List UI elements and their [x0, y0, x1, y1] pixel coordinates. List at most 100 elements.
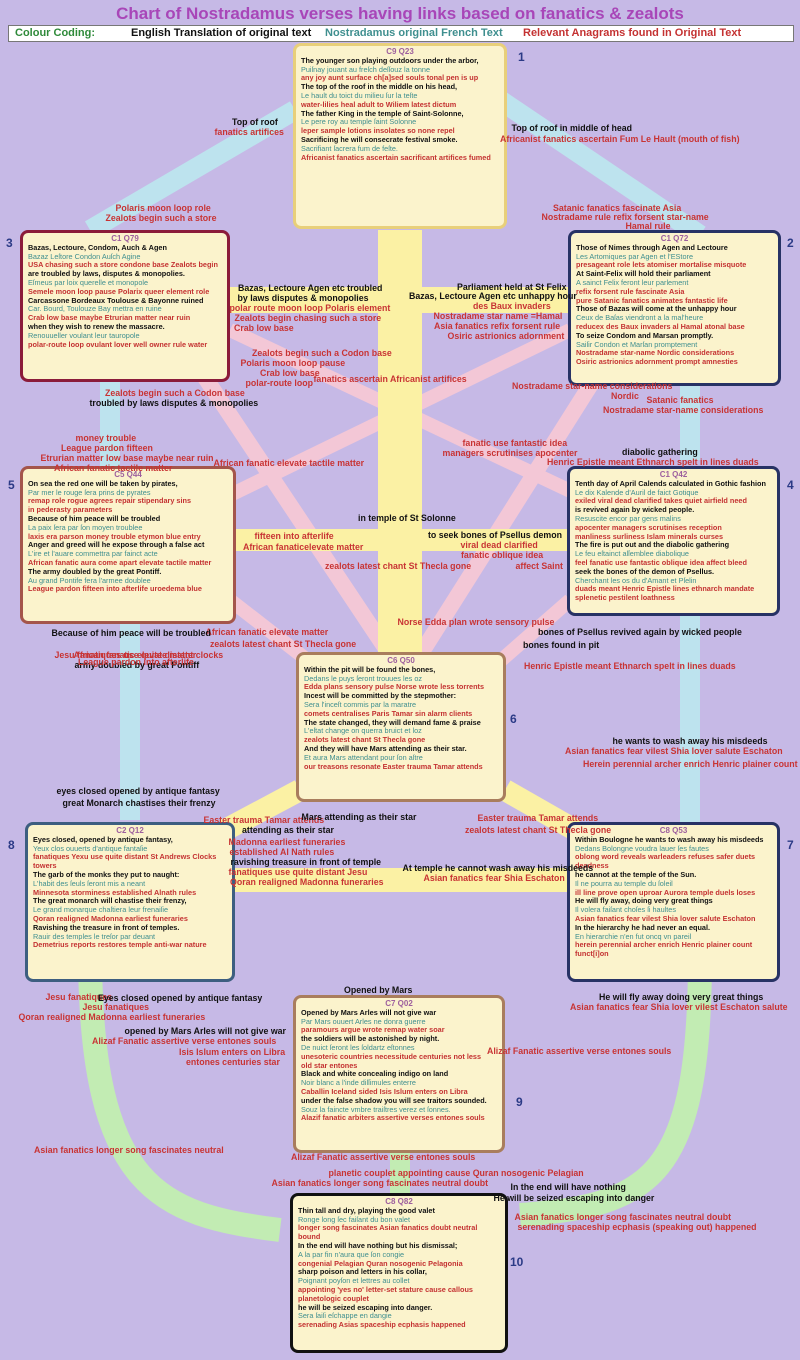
verse-line-french: De nuict ſeront les ſoldartz eſtonnes: [301, 1042, 415, 1052]
verse-line-anagram: bound: [298, 1232, 321, 1242]
link-label: Jesu fanatiques: [45, 992, 113, 1002]
verse-reference: C1 Q42: [659, 470, 688, 479]
verse-line-english: Thin tall and dry, playing the good vale…: [298, 1205, 435, 1215]
verse-line-english: The younger son playing outdoors under t…: [301, 55, 479, 65]
link-label: Alizaf Fanatic assertive verse entones s…: [487, 1046, 672, 1056]
link-1-2: [494, 91, 706, 244]
link-label: he wants to wash away his misdeeds: [612, 736, 768, 746]
link-label: Alizaf Fanatic assertive verse entones s…: [291, 1152, 476, 1162]
chart-title: Chart of Nostradamus verses having links…: [116, 4, 684, 23]
link-label: zealots latest chant St Thecla gone: [465, 825, 612, 835]
verse-line-anagram: planetologic couplet: [298, 1293, 369, 1303]
link-label: African fanatic elevate tactile matter: [213, 458, 365, 468]
verse-line-french: L'habit des ſeuls ſeront mis a neant: [33, 878, 146, 888]
link-label: money trouble: [75, 433, 137, 443]
verse-line-anagram: manliness surliness Islam minerals curse…: [575, 531, 724, 541]
verse-line-anagram: paramours argue wrote remap water soar: [301, 1025, 445, 1035]
verse-reference: C8 Q82: [385, 1197, 413, 1206]
link-label: Satanic fanatics fascinate Asia: [553, 203, 682, 213]
link-label: attending as their star: [242, 825, 334, 835]
verse-line-french: Poignant poyſon et lettres au collet: [298, 1276, 410, 1286]
verse-line-french: Noir blanc a l'inde diſſimules enterre: [301, 1078, 416, 1088]
link-label: African fanatic elevate matter: [205, 627, 329, 637]
link-label: Qoran realigned Madonna funeraries: [230, 877, 384, 887]
box-number: 4: [787, 478, 794, 492]
link-label: Asia fanatics refix forsent rule: [434, 321, 561, 331]
verse-line-anagram: Edda plans sensory pulse Norse wrote les…: [304, 682, 485, 692]
link-8-10: [78, 949, 282, 1242]
verse-line-english: Anger and greed will he expose through a…: [28, 540, 205, 550]
verse-line-french: Souz la faincte vmbre traiſtres verez et…: [301, 1104, 451, 1114]
verse-line-anagram: funct[i]on: [575, 949, 609, 959]
verse-line-anagram: Osiric astrionics adornment prompt amnes…: [576, 357, 738, 367]
verse-line-anagram: Crab low base maybe Etrurian matter near…: [28, 313, 191, 323]
verse-line-anagram: refix forsent rule fascinate Asia: [576, 286, 685, 296]
box-number: 8: [8, 838, 15, 852]
verse-line-english: seek the bones of the demon of Psellus.: [575, 566, 715, 576]
link-label: serenading spaceship ecphasis (speaking …: [517, 1222, 757, 1232]
verse-line-french: Les Artomiques par Agen et l'EStore: [576, 251, 693, 261]
link-label: Asian fanatics fear vilest Shia lover sa…: [565, 746, 783, 756]
verse-line-anagram: ill line prove open uproar Aurora temple…: [575, 887, 756, 897]
verse-reference: C7 Q02: [385, 999, 413, 1008]
verse-line-english: Those of Bazas will come at the unhappy …: [576, 304, 737, 314]
link-label: opened by Mars Arles will not give war: [124, 1026, 286, 1036]
link-label: Asian fanatics longer song fascinates ne…: [34, 1145, 224, 1155]
link-label: to seek bones of Psellus demon: [428, 530, 562, 540]
box-number: 1: [518, 50, 525, 64]
link-label: planetic couplet appointing cause Quran …: [328, 1168, 584, 1178]
verse-line-anagram: herein perennial archer enrich Henric pl…: [575, 940, 753, 950]
verse-line-english: Carcassone Bordeaux Toulouse & Bayonne r…: [28, 295, 204, 305]
verse-line-anagram: pure Satanic fanatics animates fantastic…: [576, 295, 728, 305]
verse-line-anagram: deadness: [575, 861, 609, 871]
link-label: Easter trauma Tamar attends: [477, 813, 599, 823]
link-label: He will fly away doing very great things: [599, 992, 764, 1002]
verse-line-anagram: our treasons resonate Easter trauma Tama…: [304, 761, 483, 771]
link-label: Satanic fanatics: [646, 395, 714, 405]
verse-line-french: Au grand Pontife fera l'armee doublee: [28, 575, 151, 585]
verse-line-french: Par Mars ouuert Arles ne donra guerre: [301, 1016, 426, 1026]
verse-line-english: In the end will have nothing but his dis…: [298, 1240, 458, 1250]
link-label: Nordic: [611, 391, 639, 401]
verse-line-french: L'ire et l'auare commettra par fainct ac…: [28, 549, 158, 559]
verse-line-english: The top of the roof in the middle on his…: [301, 82, 458, 92]
legend-label: Colour Coding:: [15, 27, 96, 39]
verse-line-french: Le grand monarque chaſtiera leur frenaiſ…: [33, 905, 169, 915]
verse-line-french: L'eſtat change on querra bruict et loz: [304, 726, 422, 736]
verse-line-english: The father King in the temple of Saint-S…: [301, 108, 464, 118]
link-label: Eyes closed opened by antique fantasy: [98, 993, 263, 1003]
verse-line-anagram: Minnesota storminess established Alnath …: [33, 887, 197, 897]
box-number: 6: [510, 712, 517, 726]
verse-line-french: Cherchant les os du d'Amant et Pſelin: [575, 575, 697, 585]
verse-reference: C5 Q44: [114, 470, 142, 479]
verse-line-french: Eſmeus par loix querelle et monopole: [28, 277, 149, 287]
link-label: fanatic oblique idea: [461, 550, 544, 560]
box-number: 3: [6, 236, 13, 250]
verse-line-anagram: oblong word reveals warleaders refuses s…: [575, 852, 756, 862]
verse-line-english: He will fly away, doing very great thing…: [575, 896, 713, 906]
verse-line-anagram: apocenter managers scrutinises reception: [575, 522, 722, 532]
verse-reference: C1 Q72: [660, 234, 689, 243]
verse-line-english: sharp poison and letters in his collar,: [298, 1267, 427, 1277]
verse-line-english: The garb of the monks they put to naught…: [33, 869, 180, 879]
link-label: Isis Islum enters on Libra: [179, 1047, 286, 1057]
verse-line-english: Because of him peace will be troubled: [28, 513, 161, 523]
verse-line-french: Sacrifiant ſacrera fum de feſte.: [301, 143, 398, 153]
verse-line-french: A la par fin n'aura que ſon congie: [298, 1249, 405, 1259]
link-label: Henric Epistle meant Ethnarch spelt in l…: [547, 457, 759, 467]
verse-line-french: En hierarchie n'en fut oncq vn pareil: [575, 931, 692, 941]
box-number: 5: [8, 478, 15, 492]
verse-line-french: Le dix Kalende d'Auril de faict Gotique: [575, 487, 699, 497]
verse-line-english: is revived again by wicked people.: [575, 505, 695, 515]
link-label: Asian fanatics longer song fascinates ne…: [271, 1178, 489, 1188]
verse-line-anagram: towers: [33, 861, 57, 871]
verse-line-anagram: presageant role lets atomiser mortalise …: [576, 260, 747, 270]
link-label: African fanatic elevate matter: [73, 650, 197, 660]
verse-line-anagram: fanatiques Yexu use quite distant St And…: [33, 852, 217, 862]
link-label: Hamal rule: [625, 221, 671, 231]
connector-lines: [78, 91, 712, 1242]
link-label: fanatics ascertain Africanist artifices: [313, 374, 467, 384]
link-label: Nostradame star-name considerations: [603, 405, 764, 415]
